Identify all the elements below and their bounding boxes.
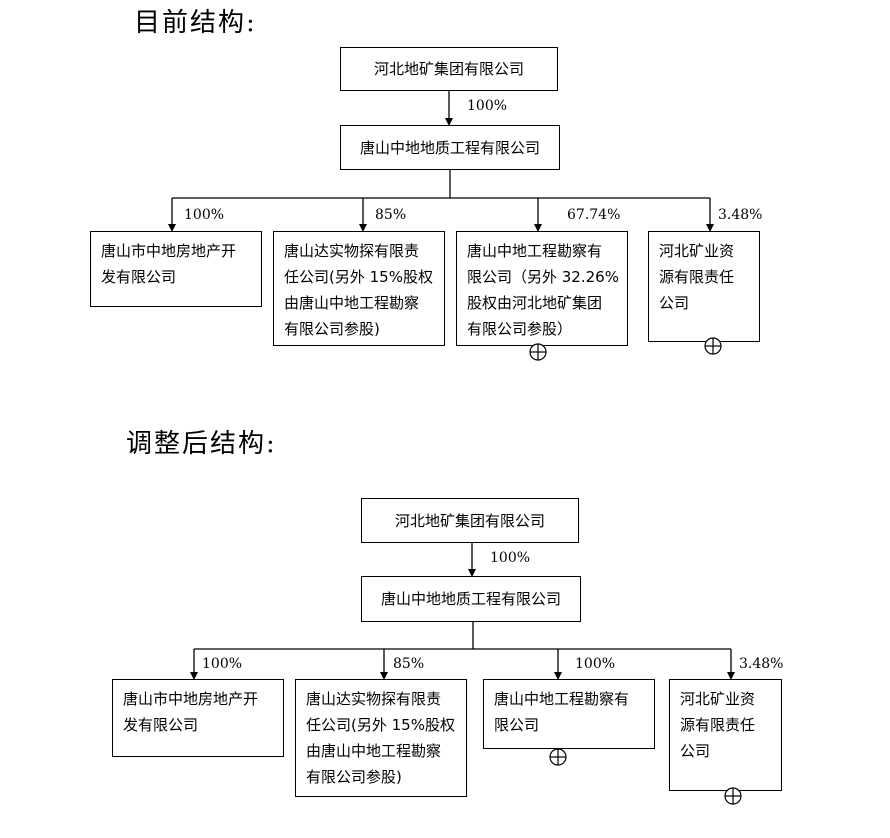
current-sub-2-line-2: 任公司(另外 15%股权 xyxy=(284,268,433,286)
adjusted-sub-4-line-1: 河北矿业资 xyxy=(680,690,756,708)
current-sub-3-line-1: 唐山中地工程勘察有 xyxy=(467,242,603,260)
current-sub-3-pct: 67.74% xyxy=(567,207,621,223)
adjusted-sub-1-box: 唐山市中地房地产开 发有限公司 xyxy=(112,679,284,757)
adjusted-sub-2-line-3: 由唐山中地工程勘察 xyxy=(306,742,442,760)
adjusted-sub-4-box: 河北矿业资 源有限责任 公司 xyxy=(669,679,782,791)
current-sub-2-box: 唐山达实物探有限责 任公司(另外 15%股权 由唐山中地工程勘察 有限公司参股) xyxy=(273,231,445,346)
adjusted-sub-4-line-3: 公司 xyxy=(680,742,711,760)
current-group-box: 河北地矿集团有限公司 xyxy=(340,47,558,91)
current-sub-4-line-3: 公司 xyxy=(659,294,690,312)
current-sub-2-line-1: 唐山达实物探有限责 xyxy=(284,242,420,260)
adjusted-structure-heading: 调整后结构: xyxy=(126,429,277,459)
current-sub-3-line-2: 限公司（另外 32.26% xyxy=(467,268,619,286)
adjusted-sub-1-pct: 100% xyxy=(202,656,243,672)
adjusted-group-pct: 100% xyxy=(490,550,531,566)
current-sub-4-pct: 3.48% xyxy=(718,207,763,223)
current-sub-3-line-3: 股权由河北地矿集团 xyxy=(467,294,603,312)
adjusted-sub-2-line-1: 唐山达实物探有限责 xyxy=(306,690,442,708)
current-sub-1-line-1: 唐山市中地房地产开 xyxy=(101,242,237,260)
adjusted-sub-3-circled-plus-icon xyxy=(549,748,567,766)
current-sub-2-line-4: 有限公司参股) xyxy=(284,320,380,338)
current-sub-3-circled-plus-icon xyxy=(529,343,547,361)
adjusted-sub-2-line-4: 有限公司参股) xyxy=(306,768,402,786)
adjusted-sub-3-line-1: 唐山中地工程勘察有 xyxy=(494,690,630,708)
current-group-label: 河北地矿集团有限公司 xyxy=(373,60,524,78)
current-parent-label: 唐山中地地质工程有限公司 xyxy=(359,138,540,157)
adjusted-sub-2-line-2: 任公司(另外 15%股权 xyxy=(306,716,455,734)
adjusted-sub-3-box: 唐山中地工程勘察有 限公司 xyxy=(483,679,655,749)
current-sub-1-line-2: 发有限公司 xyxy=(101,268,177,286)
adjusted-sub-4-pct: 3.48% xyxy=(739,656,784,672)
adjusted-parent-label: 唐山中地地质工程有限公司 xyxy=(380,590,561,608)
current-sub-4-circled-plus-icon xyxy=(704,337,722,355)
current-sub-2-line-3: 由唐山中地工程勘察 xyxy=(284,294,420,312)
adjusted-sub-2-box: 唐山达实物探有限责 任公司(另外 15%股权 由唐山中地工程勘察 有限公司参股) xyxy=(295,679,467,797)
adjusted-sub-4-circled-plus-icon xyxy=(724,787,742,805)
adjusted-sub-1-line-2: 发有限公司 xyxy=(123,716,199,734)
adjusted-sub-3-pct: 100% xyxy=(575,656,616,672)
current-sub-3-box: 唐山中地工程勘察有 限公司（另外 32.26% 股权由河北地矿集团 有限公司参股… xyxy=(456,231,628,346)
current-group-pct: 100% xyxy=(467,98,508,114)
current-sub-1-box: 唐山市中地房地产开 发有限公司 xyxy=(90,231,262,307)
current-sub-4-box: 河北矿业资 源有限责任 公司 xyxy=(648,231,760,342)
adjusted-sub-4-line-2: 源有限责任 xyxy=(680,716,756,734)
adjusted-group-box: 河北地矿集团有限公司 xyxy=(361,498,579,543)
current-structure-heading: 目前结构: xyxy=(134,8,257,38)
current-sub-4-line-1: 河北矿业资 xyxy=(659,242,735,260)
current-sub-4-line-2: 源有限责任 xyxy=(659,268,735,286)
adjusted-parent-box: 唐山中地地质工程有限公司 xyxy=(361,576,581,622)
current-sub-3-line-4: 有限公司参股） xyxy=(467,320,573,338)
current-sub-1-pct: 100% xyxy=(184,207,225,223)
adjusted-sub-2-pct: 85% xyxy=(393,656,425,672)
adjusted-group-label: 河北地矿集团有限公司 xyxy=(394,511,545,530)
adjusted-sub-3-line-2: 限公司 xyxy=(494,716,540,734)
current-connectors xyxy=(168,91,714,232)
adjusted-connectors xyxy=(190,543,735,680)
adjusted-sub-1-line-1: 唐山市中地房地产开 xyxy=(123,690,259,708)
current-sub-2-pct: 85% xyxy=(375,207,407,223)
